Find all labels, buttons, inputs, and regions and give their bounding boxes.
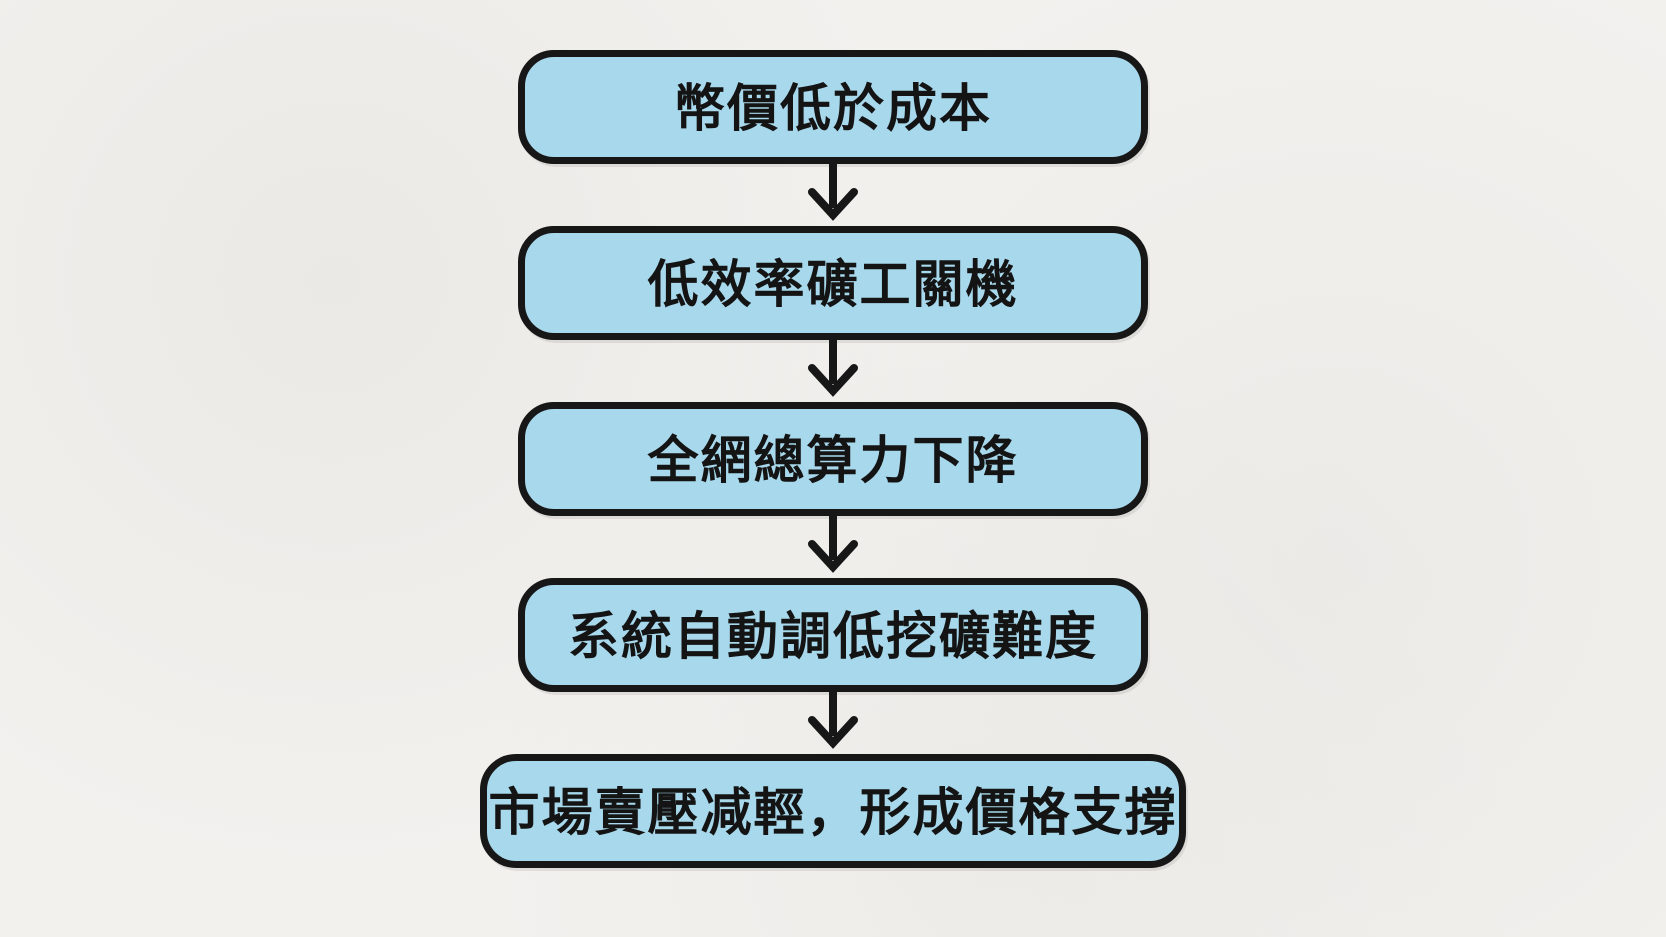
flow-step-difficulty-adjust: 系統自動調低挖礦難度 <box>518 578 1148 692</box>
flow-step-price-below-cost-label: 幣價低於成本 <box>673 79 992 139</box>
down-arrow-icon <box>808 340 858 397</box>
down-arrow-icon <box>808 516 858 573</box>
flow-step-miners-shutdown: 低效率礦工關機 <box>518 226 1148 340</box>
flow-step-hashrate-drop-label: 全網總算力下降 <box>647 431 1019 491</box>
flow-step-price-support-label: 市場賣壓减輕，形成價格支撐 <box>488 783 1178 843</box>
flow-step-price-below-cost: 幣價低於成本 <box>518 50 1148 164</box>
flow-step-difficulty-adjust-label: 系統自動調低挖礦難度 <box>567 607 1098 667</box>
flow-step-miners-shutdown-label: 低效率礦工關機 <box>647 255 1019 315</box>
flow-step-hashrate-drop: 全網總算力下降 <box>518 402 1148 516</box>
flow-step-price-support: 市場賣壓减輕，形成價格支撐 <box>480 754 1186 868</box>
flowchart: 幣價低於成本 低效率礦工關機 全網總算力下降 系統自動調低挖礦難度 市場賣壓减輕… <box>480 50 1186 868</box>
down-arrow-icon <box>808 692 858 749</box>
down-arrow-icon <box>808 164 858 221</box>
